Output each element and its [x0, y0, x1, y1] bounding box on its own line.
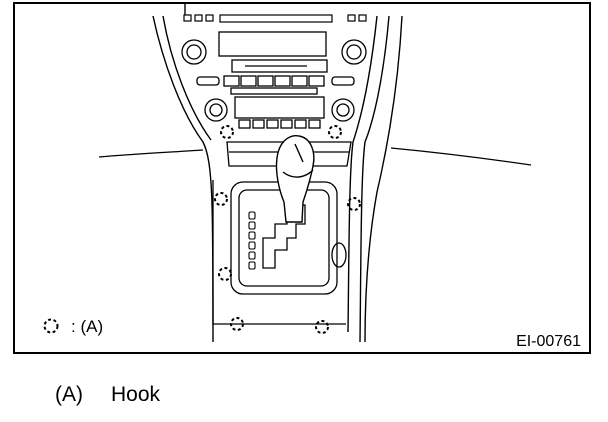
- diagram-figure: : (A) EI-00761: [13, 2, 591, 354]
- hook-marker-icon: [230, 317, 244, 331]
- center-stack-outline: [152, 4, 403, 343]
- hook-marker-icon: [347, 197, 361, 211]
- audio-unit: [181, 31, 367, 95]
- hook-marker-icon: [220, 125, 234, 139]
- hook-marker-icon: [315, 320, 329, 334]
- center-console-illustration: : (A) EI-00761: [13, 2, 591, 354]
- gear-indicator: [248, 211, 256, 270]
- hook-marker-icon: [328, 125, 342, 139]
- caption-tag: (A): [55, 383, 83, 406]
- caption-text: Hook: [111, 383, 161, 406]
- hook-markers: [214, 125, 361, 334]
- hook-marker-icon: [218, 267, 232, 281]
- figure-code: EI-00761: [516, 333, 581, 350]
- legend: : (A): [43, 317, 103, 336]
- caption: (A) Hook: [55, 383, 160, 407]
- shift-knob: [275, 135, 315, 223]
- top-vent-buttons: [183, 14, 367, 23]
- dashboard-lines: [98, 147, 532, 166]
- hook-marker-icon: [214, 192, 228, 206]
- climate-control-unit: [204, 96, 355, 129]
- legend-label: : (A): [71, 317, 103, 336]
- hook-legend-icon: [43, 318, 59, 334]
